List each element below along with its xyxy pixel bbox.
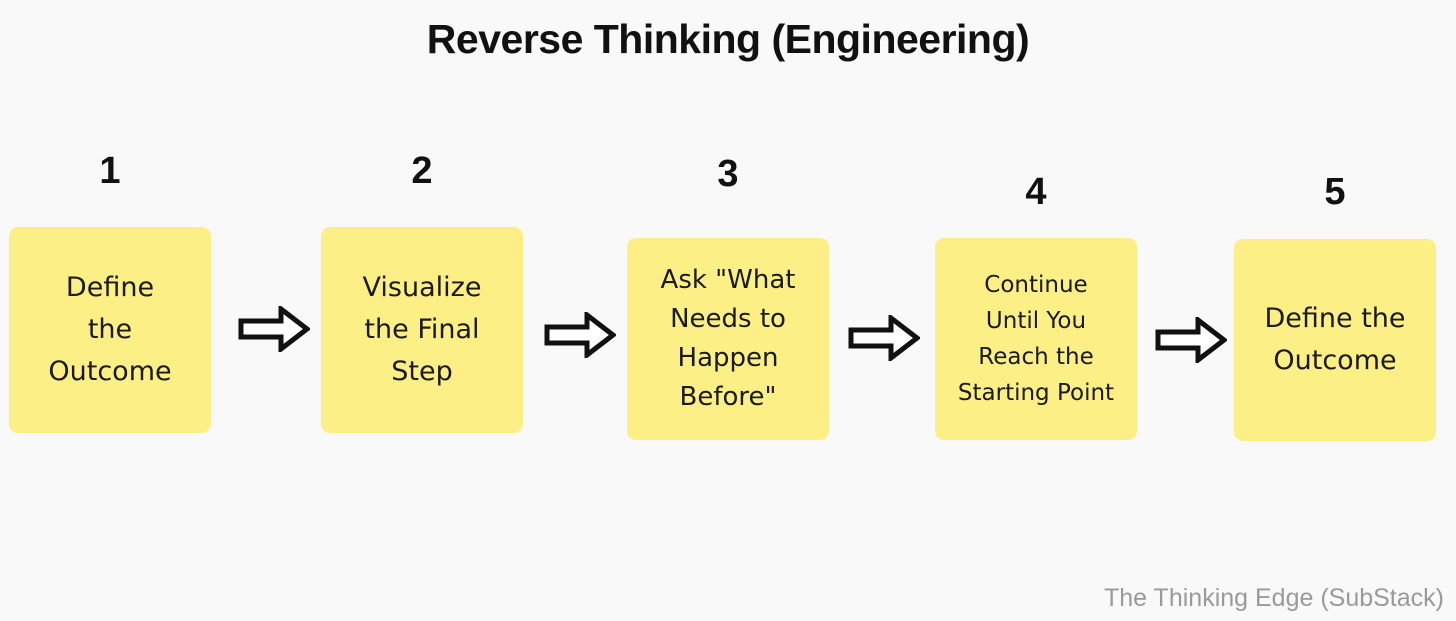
arrow-1-to-2	[238, 303, 312, 355]
step-box-3[interactable]: Ask "What Needs to Happen Before"	[627, 238, 829, 440]
step-box-1[interactable]: Define the Outcome	[9, 227, 211, 433]
page-title: Reverse Thinking (Engineering)	[426, 16, 1030, 62]
step-box-label-1: Define the Outcome	[48, 272, 172, 387]
step-number-2: 2	[411, 150, 433, 192]
arrow-3-to-4	[848, 312, 922, 364]
arrow-2-to-3	[544, 309, 618, 361]
step-number-5: 5	[1324, 171, 1346, 213]
step-number-1: 1	[99, 150, 121, 192]
block-arrow-right-icon	[238, 303, 312, 355]
block-arrow-path	[1155, 314, 1229, 366]
block-arrow-right-icon	[1155, 314, 1229, 366]
block-arrow-path	[544, 309, 618, 361]
block-arrow-path	[238, 303, 312, 355]
step-box-2[interactable]: Visualize the Final Step	[321, 227, 523, 433]
arrow-4-to-5	[1155, 314, 1229, 366]
step-number-3: 3	[717, 153, 739, 195]
step-box-4[interactable]: Continue Until You Reach the Starting Po…	[935, 238, 1137, 440]
step-box-label-4: Continue Until You Reach the Starting Po…	[957, 272, 1115, 406]
step-box-5[interactable]: Define the Outcome	[1234, 239, 1436, 441]
step-box-label-3: Ask "What Needs to Happen Before"	[660, 265, 796, 412]
footer-attribution: The Thinking Edge (SubStack)	[1103, 584, 1444, 612]
step-box-label-2: Visualize the Final Step	[362, 272, 482, 387]
step-box-label-5: Define the Outcome	[1264, 303, 1406, 376]
block-arrow-right-icon	[544, 309, 618, 361]
block-arrow-right-icon	[848, 312, 922, 364]
step-number-4: 4	[1025, 171, 1047, 213]
block-arrow-path	[848, 312, 922, 364]
